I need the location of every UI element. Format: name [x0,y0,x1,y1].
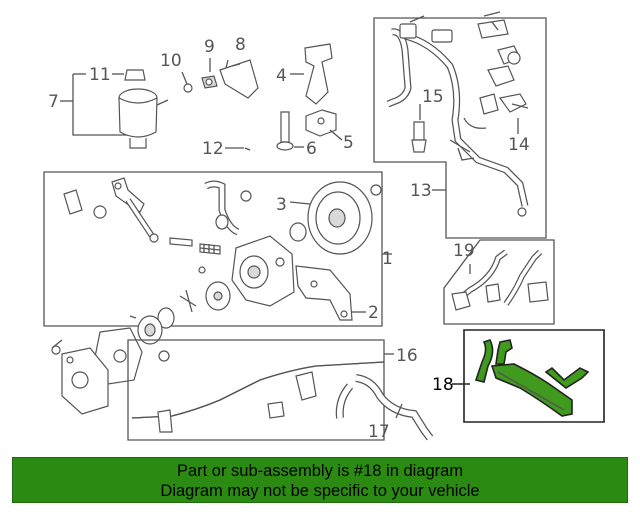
callout-6: 6 [306,139,317,159]
callout-2: 2 [368,303,379,323]
callout-14: 14 [508,135,530,155]
callout-5: 5 [343,133,354,153]
callout-9: 9 [204,37,215,57]
callout-7: 7 [48,92,59,112]
notice-banner: Part or sub-assembly is #18 in diagram D… [12,457,628,503]
highlight-box-18 [463,329,605,423]
callout-12: 12 [202,139,224,159]
highlighted-part-18 [474,339,590,417]
callout-4: 4 [276,66,287,86]
notice-line-1: Part or sub-assembly is #18 in diagram [176,462,464,480]
callout-19: 19 [453,241,475,261]
callout-17: 17 [368,422,390,442]
callout-3: 3 [276,195,287,215]
notice-line-2: Diagram may not be specific to your vehi… [160,482,480,500]
callout-15: 15 [422,87,444,107]
callout-11: 11 [89,65,111,85]
callout-18: 18 [432,375,454,395]
callout-16: 16 [396,346,418,366]
reservoir-group [60,69,169,149]
callout-8: 8 [235,35,246,55]
callout-1: 1 [382,249,393,269]
callout-10: 10 [160,51,182,71]
callout-13: 13 [410,181,432,201]
